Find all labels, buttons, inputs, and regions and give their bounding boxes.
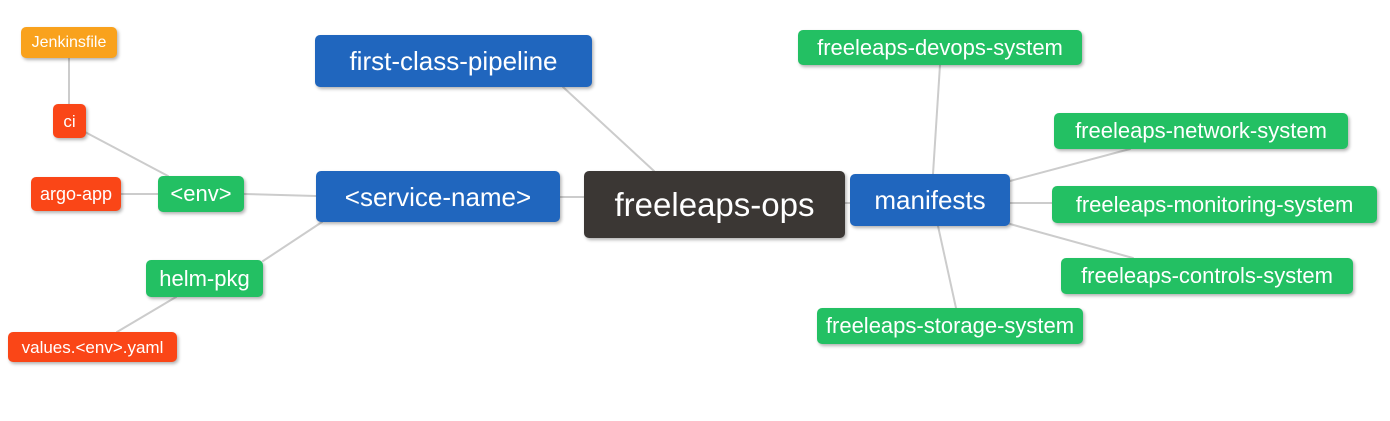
node-ci[interactable]: ci xyxy=(53,104,86,138)
edge-env-to-service-name xyxy=(243,193,317,197)
node-values-env-yaml[interactable]: values.<env>.yaml xyxy=(8,332,177,362)
node-first-class-pipeline[interactable]: first-class-pipeline xyxy=(315,35,592,87)
edge-manifests-to-freeleaps-devops-system xyxy=(932,64,941,175)
edge-first-class-pipeline-to-freeleaps-ops xyxy=(562,86,655,172)
node-freeleaps-storage-system[interactable]: freeleaps-storage-system xyxy=(817,308,1083,344)
edge-service-name-to-helm-pkg xyxy=(262,221,323,262)
node-manifests[interactable]: manifests xyxy=(850,174,1010,226)
edge-ci-to-env xyxy=(84,131,169,177)
edge-manifests-to-freeleaps-network-system xyxy=(1009,148,1131,182)
node-freeleaps-monitoring-system[interactable]: freeleaps-monitoring-system xyxy=(1052,186,1377,223)
edge-helm-pkg-to-values-env-yaml xyxy=(116,296,177,333)
node-argo-app[interactable]: argo-app xyxy=(31,177,121,211)
node-freeleaps-devops-system[interactable]: freeleaps-devops-system xyxy=(798,30,1082,65)
node-freeleaps-controls-system[interactable]: freeleaps-controls-system xyxy=(1061,258,1353,294)
edge-manifests-to-freeleaps-storage-system xyxy=(937,225,957,309)
node-service-name[interactable]: <service-name> xyxy=(316,171,560,222)
node-jenkinsfile[interactable]: Jenkinsfile xyxy=(21,27,117,58)
node-freeleaps-ops[interactable]: freeleaps-ops xyxy=(584,171,845,238)
node-helm-pkg[interactable]: helm-pkg xyxy=(146,260,263,297)
edge-manifests-to-freeleaps-controls-system xyxy=(1009,223,1134,259)
node-freeleaps-network-system[interactable]: freeleaps-network-system xyxy=(1054,113,1348,149)
node-env[interactable]: <env> xyxy=(158,176,244,212)
